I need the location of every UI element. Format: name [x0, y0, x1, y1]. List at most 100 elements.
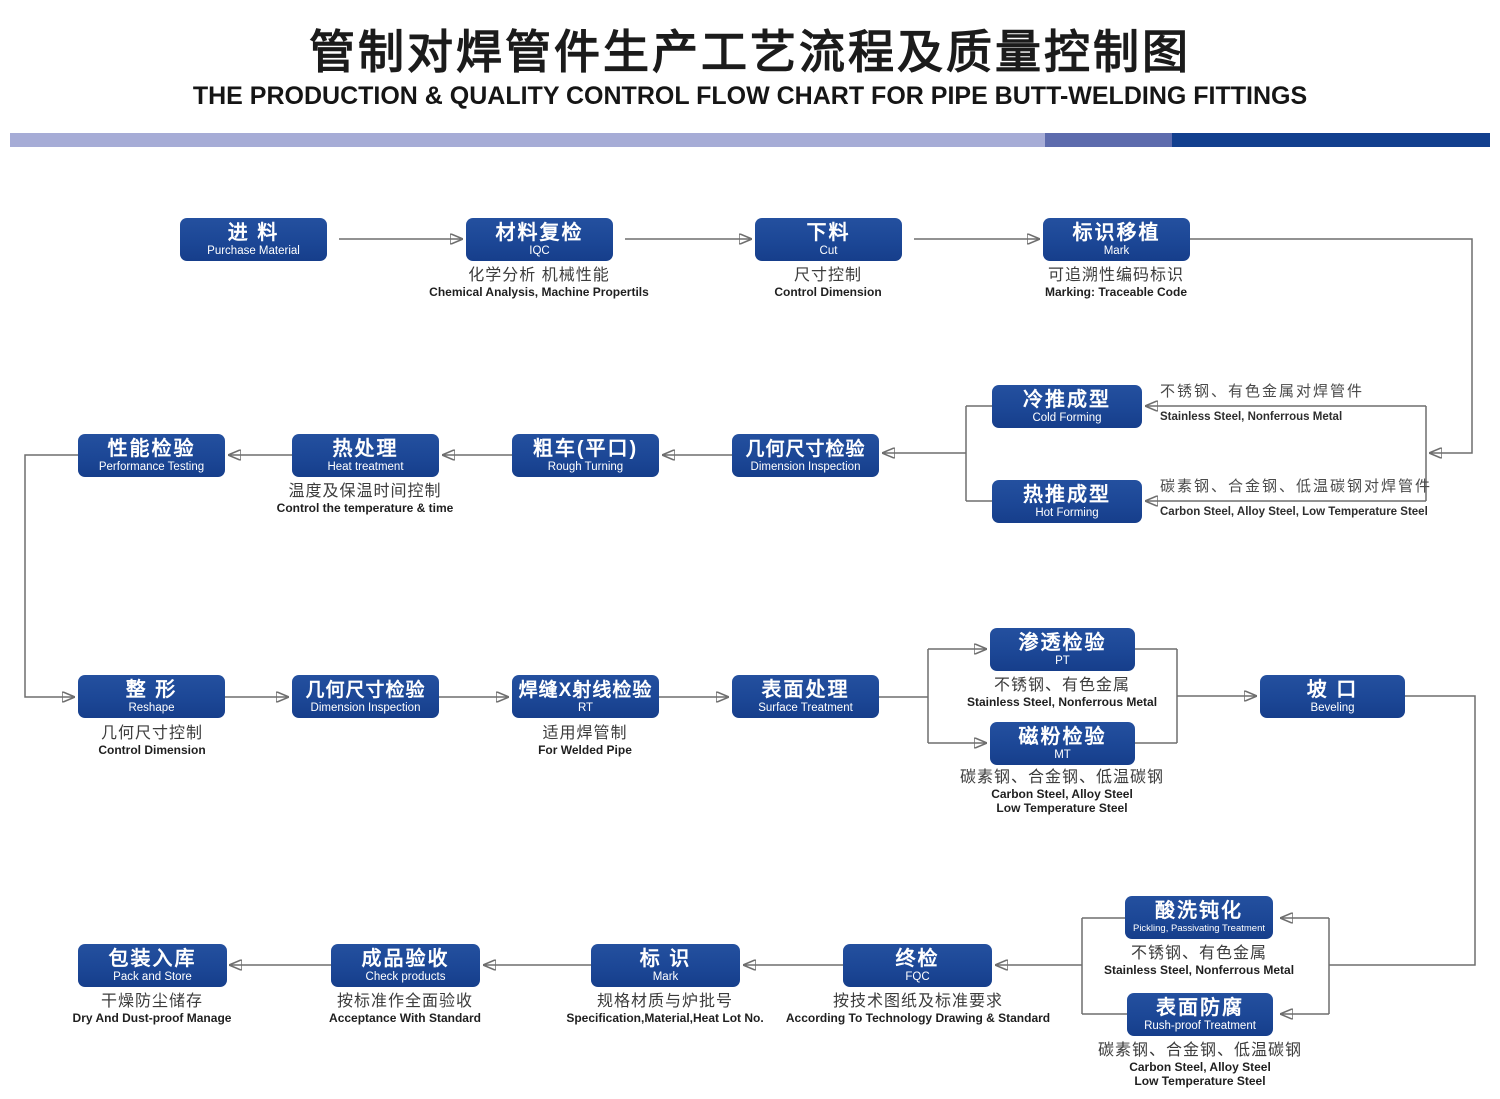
caption-cut: 尺寸控制 Control Dimension	[774, 266, 881, 299]
node-zh-label: 终检	[895, 948, 940, 970]
node-en-label: Heat treatment	[327, 461, 404, 473]
caption-zh: 温度及保温时间控制	[288, 483, 442, 500]
node-en-label: Performance Testing	[98, 461, 205, 473]
node-zh-label: 进 料	[227, 222, 280, 244]
connector-performance-to-reshape	[24, 454, 78, 697]
node-dimension-inspection-1: 几何尺寸检验 Dimension Inspection	[732, 434, 879, 477]
node-fqc: 终检 FQC	[843, 944, 992, 987]
connector-beveling-down	[1329, 695, 1476, 966]
node-mt-inspection: 磁粉检验 MT	[990, 722, 1135, 765]
caption-en: Dry And Dust-proof Manage	[72, 1011, 232, 1025]
caption-mark-transfer: 可追溯性编码标识 Marking: Traceable Code	[1045, 266, 1187, 299]
caption-zh: 几何尺寸控制	[100, 725, 203, 742]
label-cold-forming-material-en: Stainless Steel, Nonferrous Metal	[1160, 411, 1343, 423]
node-en-label: Surface Treatment	[758, 702, 853, 714]
node-zh-label: 热处理	[332, 438, 399, 460]
caption-zh: 碳素钢、合金钢、低温碳钢	[959, 769, 1165, 786]
node-zh-label: 热推成型	[1023, 484, 1111, 506]
header-bar-dark-segment	[1172, 133, 1490, 147]
header-bar-mid-segment	[1045, 133, 1172, 147]
caption-en: Control the temperature & time	[276, 501, 454, 515]
caption-en: Carbon Steel, Alloy Steel	[1129, 1060, 1271, 1074]
node-zh-label: 几何尺寸检验	[745, 439, 866, 460]
caption-zh: 规格材质与炉批号	[596, 993, 733, 1010]
caption-en: Control Dimension	[98, 743, 206, 757]
node-en-label: Reshape	[128, 702, 175, 714]
node-en-label: Rush-proof Treatment	[1144, 1020, 1256, 1032]
node-hot-forming: 热推成型 Hot Forming	[992, 480, 1142, 523]
caption-iqc: 化学分析 机械性能 Chemical Analysis, Machine Pro…	[429, 266, 649, 299]
node-heat-treatment: 热处理 Heat treatment	[292, 434, 439, 477]
node-zh-label: 标 识	[639, 948, 692, 970]
node-en-label: Rough Turning	[547, 461, 624, 473]
node-rustproof-treatment: 表面防腐 Rush-proof Treatment	[1127, 993, 1273, 1036]
node-en-label: Mark	[1103, 245, 1130, 257]
label-cold-forming-material-zh: 不锈钢、有色金属对焊管件	[1160, 383, 1365, 400]
node-zh-label: 渗透检验	[1018, 632, 1107, 654]
node-en-label: Dimension Inspection	[310, 702, 421, 714]
node-cold-forming: 冷推成型 Cold Forming	[992, 385, 1142, 428]
caption-zh: 干燥防尘储存	[100, 993, 204, 1010]
caption-check-products: 按标准作全面验收 Acceptance With Standard	[329, 992, 481, 1025]
node-performance-testing: 性能检验 Performance Testing	[78, 434, 225, 477]
caption-rustproof: 碳素钢、合金钢、低温碳钢 Carbon Steel, Alloy Steel L…	[1098, 1041, 1302, 1088]
node-en-label: Dimension Inspection	[750, 461, 861, 473]
node-en-label: Pack and Store	[113, 971, 192, 983]
page-subtitle: THE PRODUCTION & QUALITY CONTROL FLOW CH…	[192, 82, 1308, 110]
caption-en: Low Temperature Steel	[996, 801, 1128, 815]
caption-rt: 适用焊管制 For Welded Pipe	[538, 724, 632, 757]
node-en-label: RT	[577, 702, 594, 714]
caption-zh: 尺寸控制	[793, 267, 862, 284]
caption-zh: 按技术图纸及标准要求	[832, 993, 1004, 1010]
caption-reshape: 几何尺寸控制 Control Dimension	[98, 724, 205, 757]
caption-pt: 不锈钢、有色金属 Stainless Steel, Nonferrous Met…	[967, 676, 1157, 709]
node-purchase-material: 进 料 Purchase Material	[180, 218, 327, 261]
node-reshape: 整 形 Reshape	[78, 675, 225, 718]
label-hot-forming-material-zh: 碳素钢、合金钢、低温碳钢对焊管件	[1160, 478, 1433, 495]
caption-zh: 可追溯性编码标识	[1047, 267, 1185, 284]
node-en-label: Hot Forming	[1035, 507, 1099, 519]
caption-en: Stainless Steel, Nonferrous Metal	[1103, 963, 1295, 977]
node-pickling-passivating: 酸洗钝化 Pickling, Passivating Treatment	[1125, 896, 1273, 939]
node-pt-inspection: 渗透检验 PT	[990, 628, 1135, 671]
node-zh-label: 下料	[806, 222, 851, 244]
caption-zh: 适用焊管制	[542, 725, 628, 742]
node-zh-label: 材料复检	[495, 222, 584, 244]
node-en-label: IQC	[529, 245, 550, 257]
node-en-label: PT	[1055, 655, 1070, 667]
node-en-label: Cold Forming	[1032, 412, 1102, 424]
node-en-label: Purchase Material	[207, 245, 300, 257]
connector-mark-to-forming	[1190, 238, 1473, 453]
caption-zh: 碳素钢、合金钢、低温碳钢	[1097, 1042, 1303, 1059]
caption-heat-treatment: 温度及保温时间控制 Control the temperature & time	[277, 482, 454, 515]
node-zh-label: 标识移植	[1072, 222, 1161, 244]
caption-zh: 不锈钢、有色金属	[1130, 945, 1267, 962]
node-en-label: Mark	[652, 971, 679, 983]
page-title: 管制对焊管件生产工艺流程及质量控制图	[309, 26, 1191, 78]
node-zh-label: 坡 口	[1306, 679, 1359, 701]
node-zh-label: 冷推成型	[1023, 389, 1111, 411]
node-zh-label: 整 形	[125, 679, 178, 701]
node-mark-label: 标 识 Mark	[591, 944, 740, 987]
caption-pickling: 不锈钢、有色金属 Stainless Steel, Nonferrous Met…	[1104, 944, 1294, 977]
node-check-products: 成品验收 Check products	[331, 944, 480, 987]
node-zh-label: 表面防腐	[1156, 997, 1244, 1019]
node-en-label: Pickling, Passivating Treatment	[1132, 923, 1265, 934]
node-zh-label: 表面处理	[761, 679, 850, 701]
node-zh-label: 性能检验	[107, 438, 196, 460]
node-zh-label: 几何尺寸检验	[305, 680, 426, 701]
header-bar-light-segment	[10, 133, 1045, 147]
caption-zh: 按标准作全面验收	[336, 993, 474, 1010]
node-surface-treatment: 表面处理 Surface Treatment	[732, 675, 879, 718]
caption-en: Stainless Steel, Nonferrous Metal	[966, 695, 1158, 709]
node-en-label: Cut	[819, 245, 838, 257]
caption-mt: 碳素钢、合金钢、低温碳钢 Carbon Steel, Alloy Steel L…	[960, 768, 1164, 815]
caption-zh: 不锈钢、有色金属	[993, 677, 1130, 694]
caption-en: Control Dimension	[774, 285, 882, 299]
node-en-label: Check products	[365, 971, 446, 983]
node-iqc: 材料复检 IQC	[466, 218, 613, 261]
caption-en: According To Technology Drawing & Standa…	[785, 1011, 1051, 1025]
caption-fqc: 按技术图纸及标准要求 According To Technology Drawi…	[786, 992, 1050, 1025]
node-zh-label: 包装入库	[108, 948, 197, 970]
